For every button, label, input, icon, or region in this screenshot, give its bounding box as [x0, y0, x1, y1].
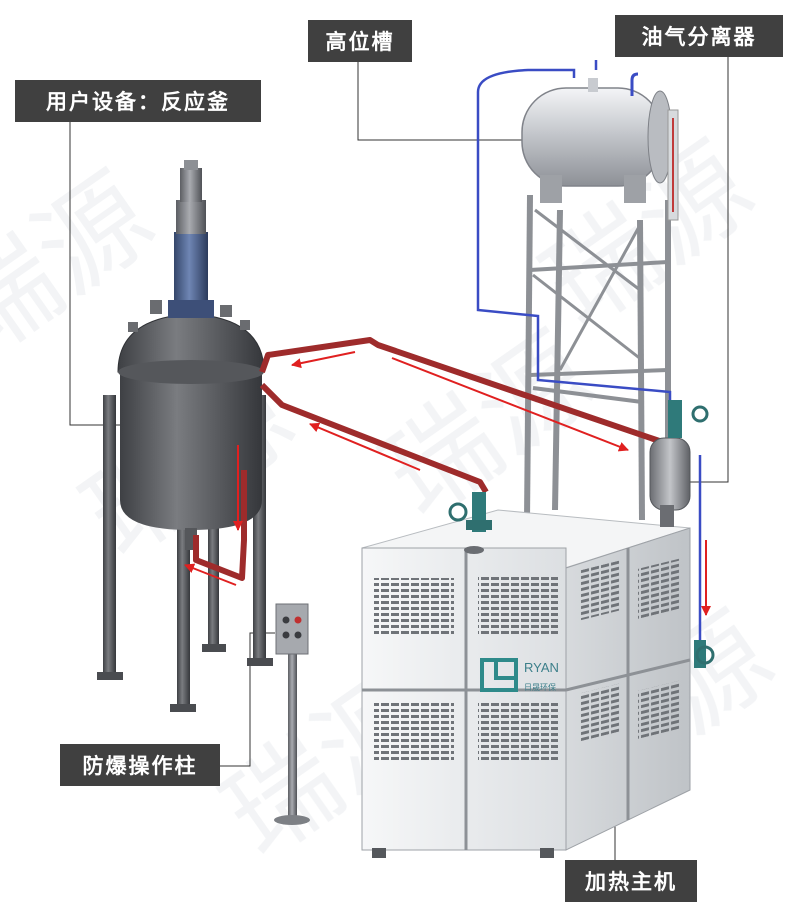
oil-gas-separator: [649, 400, 715, 668]
heater-logo-subtext: 日晟环保: [524, 682, 556, 692]
high-tank: [521, 72, 679, 221]
flow-arrow-1: [291, 351, 356, 369]
cold-pipes: [476, 60, 702, 660]
label-high-tank: 高位槽: [308, 20, 412, 62]
leader-tank: [357, 62, 540, 141]
flow-arrow-3: [309, 422, 421, 471]
high-tank-frame: [524, 194, 671, 521]
heater-outlet-valve: [448, 492, 492, 532]
heater-logo-text: RYAN: [524, 660, 559, 675]
heater-cabinet: [361, 509, 691, 858]
explosion-proof-column: [274, 603, 310, 825]
label-heater: 加热主机: [565, 860, 697, 902]
flow-arrow-5: [184, 563, 237, 586]
flow-arrow-2: [391, 357, 629, 452]
hot-pipes: [193, 337, 681, 581]
vent-pipe: [630, 72, 639, 96]
label-reactor: 用户设备：反应釜: [15, 80, 261, 122]
label-oil-gas-separator: 油气分离器: [615, 15, 783, 57]
heater-logo: RYAN 日晟环保: [480, 658, 559, 692]
label-explosion-proof-column: 防爆操作柱: [60, 744, 220, 786]
reactor: [97, 160, 273, 712]
watermark-text-3: 瑞源: [361, 310, 615, 541]
flow-arrows: [184, 351, 711, 616]
leader-separator: [690, 57, 729, 483]
